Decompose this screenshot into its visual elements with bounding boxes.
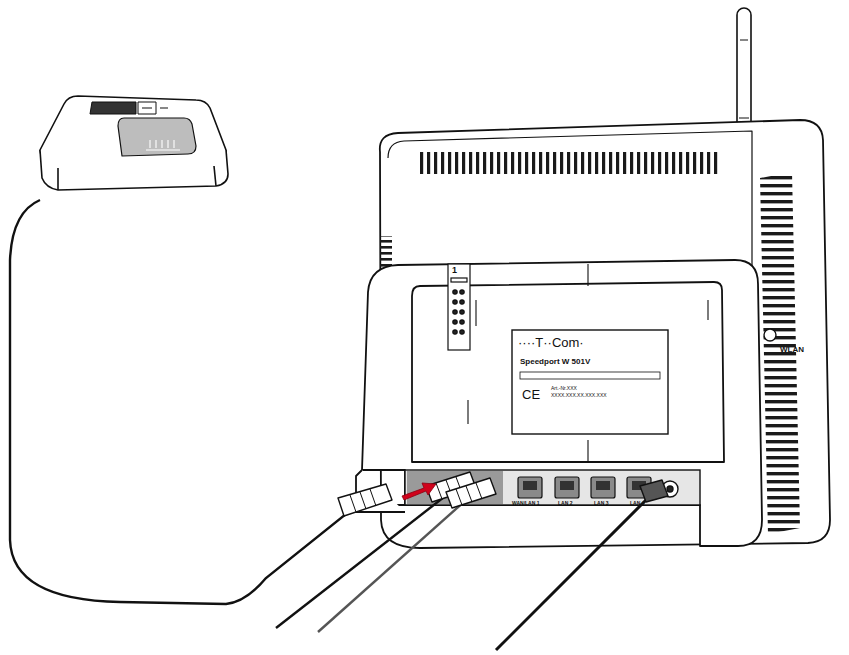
port-label: LAN 2 xyxy=(558,501,572,506)
cables xyxy=(276,472,668,650)
brand-logo: ····T··Com· xyxy=(518,336,584,349)
slot xyxy=(448,264,470,350)
article-number: Art.-Nr.XXX xyxy=(551,386,577,391)
ce-mark: CE xyxy=(522,388,540,401)
stand xyxy=(356,260,762,546)
port-label: LAN 3 xyxy=(594,501,608,506)
type-plate xyxy=(512,330,668,434)
port-label: LAN 4 xyxy=(630,501,644,506)
callout-number: 1 xyxy=(452,266,457,275)
model-name: Speedport W 501V xyxy=(520,358,590,366)
splitter-device xyxy=(40,96,228,190)
router-body xyxy=(380,120,830,548)
port-label: WAN/LAN 1 xyxy=(512,501,540,506)
serial-number: XXXX.XXX.XX.XXX.XXX xyxy=(551,393,607,398)
splitter-cable xyxy=(10,200,356,604)
button-label: WLAN xyxy=(780,346,804,354)
insert-arrow xyxy=(402,483,436,500)
